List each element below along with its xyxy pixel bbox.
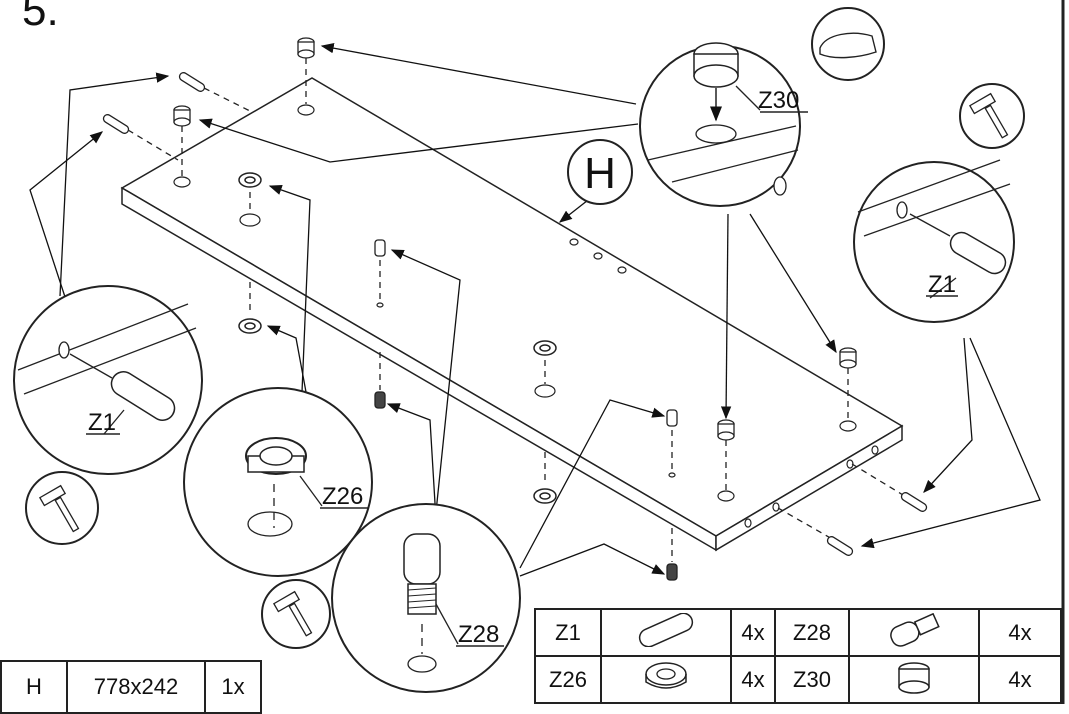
cam-lock-z30-4	[839, 347, 857, 369]
detail-z1-right: Z1	[853, 159, 1015, 323]
detail-z30: Z30	[639, 42, 808, 207]
panel-letter: H	[0, 660, 68, 714]
cam-cover-icon	[600, 655, 732, 704]
part-code: Z1	[534, 608, 602, 657]
dowel-z1-right-1	[900, 492, 928, 512]
detail-z26: Z26	[183, 387, 373, 577]
part-code: Z30	[774, 655, 850, 704]
cam-lock-z30-3	[717, 419, 735, 441]
cam-bolt-z28-4	[666, 563, 678, 581]
cam-bolt-icon	[848, 608, 980, 657]
cam-lock-icon	[848, 655, 980, 704]
panel-spec-table: H 778x242 1x	[0, 660, 262, 714]
dowel-z1-top-1	[178, 72, 206, 92]
hardware-table: Z1 4x Z28 4x Z26 4x Z30 4x	[534, 608, 1062, 704]
cam-bolt-z28-1	[374, 239, 386, 257]
edge-holes	[569, 238, 879, 528]
cam-bolt-z28-3	[666, 409, 678, 427]
detail-z28: Z28	[331, 503, 521, 693]
face-holes	[173, 104, 857, 502]
z26-label: Z26	[322, 483, 363, 510]
board-panel	[120, 77, 904, 552]
cam-cover-z26-4	[533, 488, 557, 504]
part-qty: 4x	[978, 655, 1062, 704]
panel-h-letter: H	[584, 149, 616, 198]
part-code: Z28	[774, 608, 850, 657]
dowel-z1-top-2	[102, 114, 130, 134]
z1-right-label: Z1	[928, 271, 956, 298]
panel-size: 778x242	[66, 660, 206, 714]
leader-arrows	[29, 43, 1041, 577]
part-qty: 4x	[730, 608, 776, 657]
dowel-z1-right-2	[826, 536, 854, 556]
guide-lines	[127, 58, 909, 562]
cam-bolt-z28-2	[374, 391, 386, 409]
panel-h-callout: H	[567, 139, 633, 205]
part-qty: 4x	[730, 655, 776, 704]
cam-lock-z30-2	[173, 105, 191, 127]
part-qty: 4x	[978, 608, 1062, 657]
z30-label: Z30	[758, 87, 799, 114]
thumb-press-icon	[811, 7, 885, 81]
step-number: 5.	[22, 0, 59, 35]
part-code: Z26	[534, 655, 602, 704]
hammer-icon	[261, 579, 331, 649]
z1-left-label: Z1	[88, 409, 116, 436]
z28-label: Z28	[458, 621, 499, 648]
panel-qty: 1x	[204, 660, 262, 714]
detail-z1-left: Z1	[13, 285, 203, 475]
cam-cover-z26-2	[238, 318, 262, 334]
hammer-icon	[959, 83, 1025, 149]
cam-cover-z26-3	[533, 340, 557, 356]
hammer-icon	[25, 471, 99, 545]
cam-cover-z26-1	[238, 172, 262, 188]
dowel-icon	[600, 608, 732, 657]
cam-lock-z30-1	[297, 37, 315, 59]
